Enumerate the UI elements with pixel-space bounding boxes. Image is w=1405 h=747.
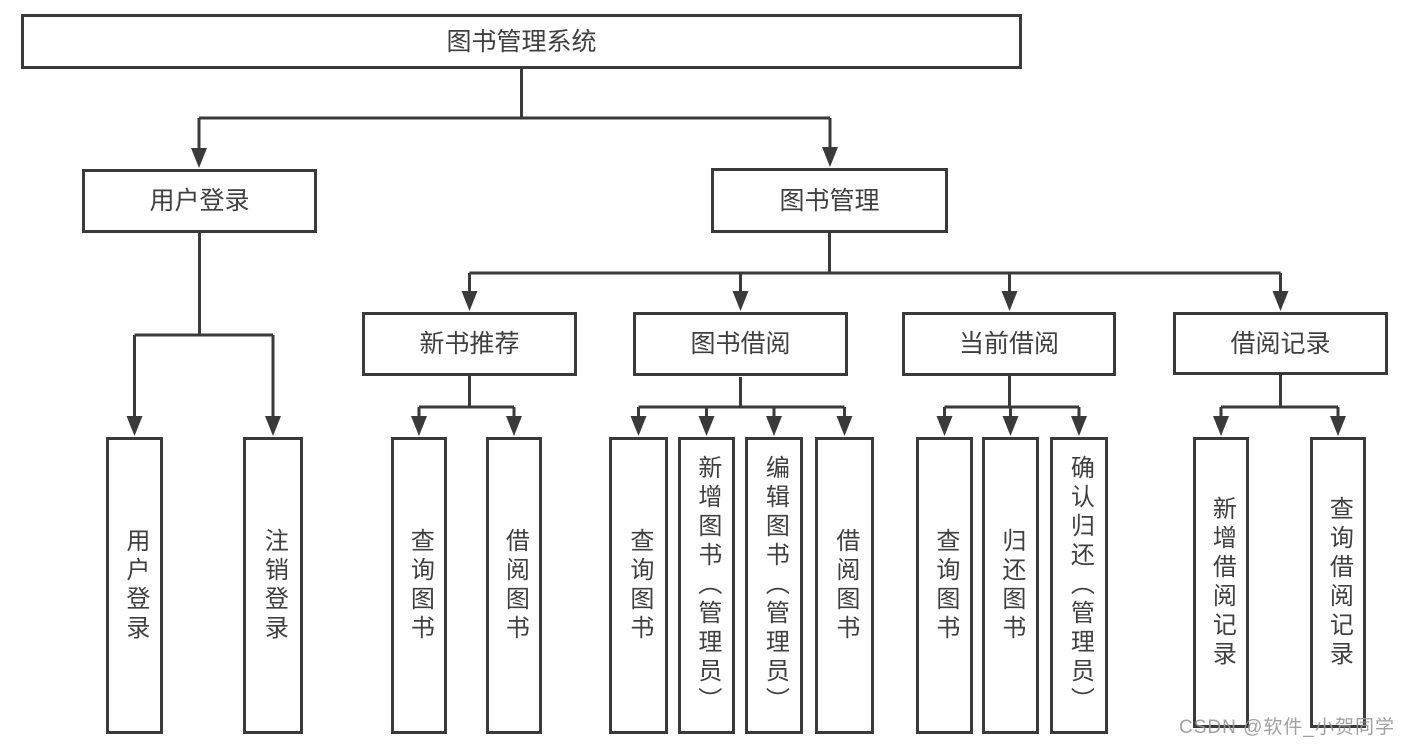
csdn-watermark: CSDN @软件_小贺同学 [1179, 717, 1395, 738]
arrowheads-book-mgmt-children [461, 291, 1289, 311]
node-bb-query-book: 查询图书 [609, 437, 668, 734]
connector-book-borrow-children [637, 377, 846, 417]
node-cb-return-book: 归还图书 [982, 437, 1039, 734]
node-bb-add-book: 新增图书（管理员） [678, 437, 735, 734]
node-br-query-record: 查询借阅记录 [1310, 437, 1366, 728]
node-book-mgmt: 图书管理 [711, 168, 948, 233]
node-br-add-record: 新增借阅记录 [1193, 437, 1249, 728]
node-ul-user-login: 用户登录 [106, 437, 163, 734]
node-borrow-record: 借阅记录 [1173, 312, 1388, 375]
connector-new-book-rec-children [417, 376, 516, 417]
node-cb-confirm-return: 确认归还（管理员） [1050, 437, 1108, 734]
node-user-login: 用户登录 [82, 169, 317, 233]
node-current-borrow: 当前借阅 [902, 312, 1116, 376]
arrowheads-new-book-rec-children [411, 416, 522, 436]
node-bb-borrow-book: 借阅图书 [815, 437, 874, 734]
arrowheads-level2 [191, 147, 838, 168]
arrowheads-borrow-record-children [1213, 416, 1346, 436]
connector-book-mgmt-children [468, 233, 1282, 292]
arrowheads-book-borrow-children [630, 416, 853, 436]
node-ul-logout: 注销登录 [243, 437, 303, 734]
connector-root-to-level2 [197, 69, 832, 148]
node-new-book-rec: 新书推荐 [362, 312, 577, 376]
arrowheads-user-login-children [126, 416, 281, 436]
connector-borrow-record-children [1219, 375, 1340, 417]
arrowheads-current-borrow-children [936, 416, 1087, 436]
node-root: 图书管理系统 [21, 14, 1022, 69]
node-book-borrow: 图书借阅 [633, 312, 848, 376]
connector-user-login-children [133, 233, 275, 416]
connector-current-borrow-children [943, 376, 1081, 417]
node-nb-query-book: 查询图书 [391, 437, 447, 734]
node-cb-query-book: 查询图书 [916, 437, 973, 734]
node-nb-borrow-book: 借阅图书 [486, 437, 542, 734]
node-bb-edit-book: 编辑图书（管理员） [745, 437, 803, 734]
